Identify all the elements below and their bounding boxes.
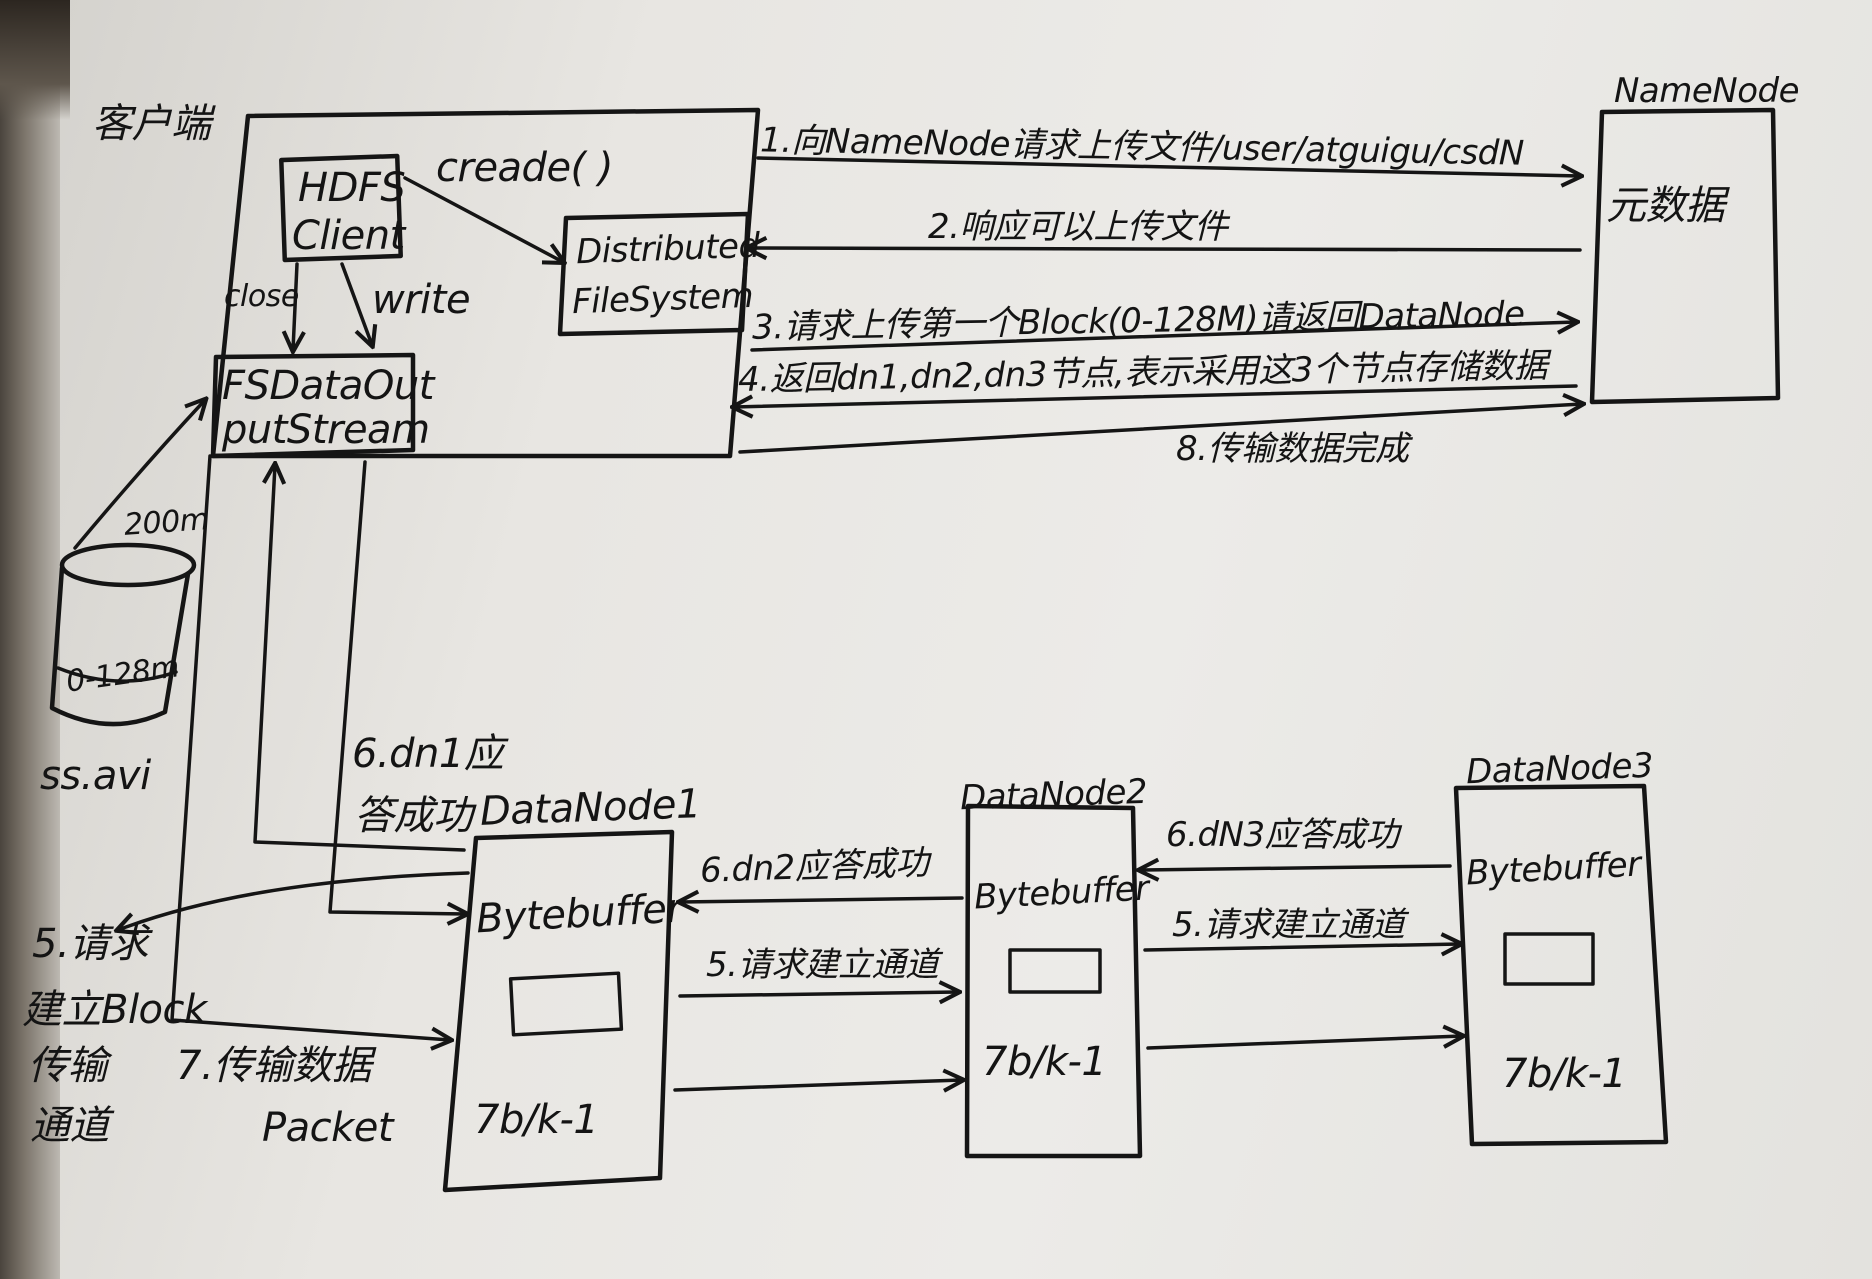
write-arrow [340,262,372,345]
step7-label-2: Packet [262,1105,394,1151]
arrow-dn1-ack [253,465,466,852]
hdfs-client-label-1: HDFS [298,165,406,211]
arrow-dn2-dn3-request [1143,944,1460,950]
arrow-dn1-dn2-data [673,1080,962,1090]
step5-dn1-dn2: 5.请求建立通道 [706,945,939,985]
arrow-dn2-dn3-data [1146,1036,1462,1050]
arrow-dn2-ack [680,898,964,902]
step5-client-3: 传输 [28,1043,108,1089]
dfs-box [557,211,751,337]
step6-dn1-1: 6.dn1应 [352,731,504,777]
arrow-step5-client [118,871,470,930]
datanode1-buffer: Bytebuffer [474,885,684,943]
datanode2-buffer-cell [1008,948,1102,994]
dfs-label-1: Distributed [575,225,761,273]
close-arrow [293,262,297,350]
file-cylinder-fill [56,666,178,683]
arrow-m2 [748,248,1582,250]
client-title: 客户端 [92,101,211,147]
step6-dn1-2: 答成功 [354,793,473,839]
file-size: 200m [122,502,210,543]
datanode1-disk: 7b/k-1 [474,1097,599,1143]
datanode1-buffer-cell [508,971,624,1037]
file-to-fsdos-arrow [73,400,205,550]
step5-client-1: 5.请求 [32,921,149,967]
fsdos-box [210,352,416,459]
namenode-metadata: 元数据 [1606,183,1725,229]
datanode1-box [442,829,675,1193]
table-edge [0,0,60,1279]
step6-dn3: 6.dN3应答成功 [1166,815,1399,855]
step5-client-2: 建立Block [22,987,207,1033]
fsdos-label-2: putStream [222,407,430,453]
datanode3-buffer-cell [1503,932,1595,986]
datanode2-box [964,803,1143,1159]
datanode1-title: DataNode1 [479,781,702,835]
dfs-label-2: FileSystem [571,275,754,323]
arrow-m1 [756,156,1580,176]
datanode2-disk: 7b/k-1 [982,1039,1107,1085]
arrow-dn3-ack [1140,866,1452,870]
arrow-dn1-dn2-request [678,992,958,996]
file-name: ss.avi [40,753,151,799]
step5-client-4: 通道 [30,1103,110,1149]
file-cylinder-body [49,565,191,727]
fsdos-label-1: FSDataOut [222,363,434,409]
close-label: close [224,279,299,314]
hdfs-client-box [279,153,403,263]
message-2: 2.响应可以上传文件 [928,207,1228,247]
file-cylinder-top [59,542,197,588]
datanode3-box [1453,783,1669,1147]
write-label: write [372,277,471,323]
step7-label-1: 7.传输数据 [176,1043,372,1089]
create-arrow [403,176,563,262]
datanode2-buffer: Bytebuffer [973,868,1150,918]
datanode2-title: DataNode2 [959,771,1148,819]
client-pipeline-line [170,454,450,1040]
arrow-m8 [738,404,1582,454]
arrow-fsdos-dn1 [328,460,466,914]
arrow-m4 [734,384,1578,407]
step5-dn2-dn3: 5.请求建立通道 [1172,905,1405,945]
datanode3-buffer: Bytebuffer [1465,844,1642,894]
message-8: 8.传输数据完成 [1176,429,1409,469]
arrow-m3 [750,322,1576,352]
client-box [210,107,761,459]
hdfs-client-label-2: Client [292,213,405,259]
datanode3-disk: 7b/k-1 [1502,1051,1627,1097]
namenode-title: NameNode [1614,71,1800,111]
table-corner [0,0,70,120]
create-label: creade( ) [436,145,613,191]
datanode3-title: DataNode3 [1465,745,1654,793]
namenode-box [1589,107,1781,405]
step6-dn2: 6.dn2应答成功 [699,843,930,891]
